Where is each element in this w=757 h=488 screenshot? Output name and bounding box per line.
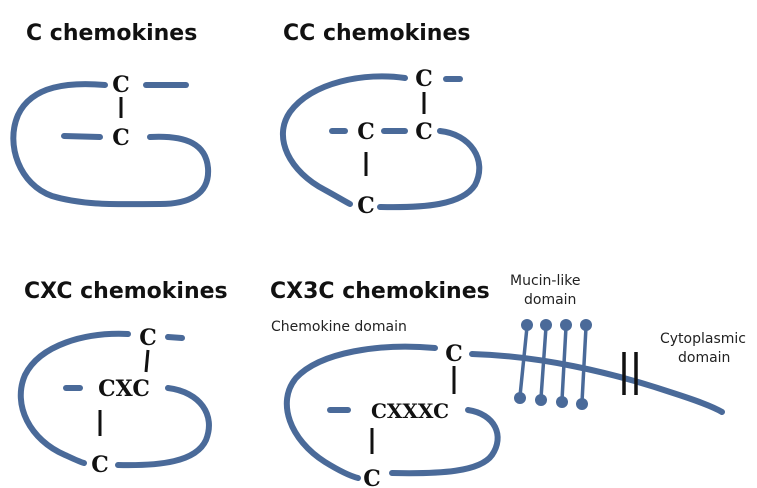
mucin-bead-top-4: [580, 319, 592, 331]
residue-c-1: C: [112, 72, 130, 98]
residue-cc-left: C: [357, 119, 375, 145]
chain-cc-n-terminus: [279, 73, 408, 207]
mucin-stalk-2: [539, 325, 548, 400]
mucin-bead-top-2: [540, 319, 552, 331]
panel-title-c: C chemokines: [26, 21, 197, 46]
chain-cx3c-n-terminus: [283, 343, 438, 481]
label-mucin-like-line1: Mucin-like: [510, 273, 580, 289]
residue-cxc-top: C: [139, 325, 157, 351]
residue-cc-bottom: C: [357, 193, 375, 219]
residue-cx3c-top: C: [445, 341, 463, 367]
residue-cc-right: C: [415, 119, 433, 145]
mucin-bead-bottom-3: [556, 396, 568, 408]
mucin-bead-top-1: [521, 319, 533, 331]
chain-cxc-n-terminus: [17, 330, 131, 466]
panel-title-cc: CC chemokines: [283, 21, 470, 46]
residue-cxc-middle: CXC: [98, 376, 150, 402]
residue-cx3c-bottom: C: [363, 466, 381, 488]
panel-cxc-chemokines: CXC chemokines C CXC C: [17, 279, 228, 478]
chain-cc-loop: [377, 128, 483, 211]
label-cytoplasmic-line1: Cytoplasmic: [660, 331, 746, 347]
panel-cc-chemokines: CC chemokines C C C C: [279, 21, 483, 219]
residue-c-2: C: [112, 125, 130, 151]
mucin-stalk-1: [518, 325, 529, 398]
mucin-stalk-3: [560, 325, 568, 402]
mucin-stalk-4: [580, 325, 588, 404]
residue-cx3c-middle: CXXXC: [371, 399, 449, 423]
mucin-bead-bottom-1: [514, 392, 526, 404]
label-chemokine-domain: Chemokine domain: [271, 319, 407, 335]
mucin-bead-bottom-4: [576, 398, 588, 410]
bond-cxc-top: [144, 349, 150, 373]
panel-title-cx3c: CX3C chemokines: [270, 279, 490, 304]
chain-c-n-terminus: [10, 81, 212, 208]
mucin-bead-top-3: [560, 319, 572, 331]
label-mucin-like-line2: domain: [524, 292, 576, 308]
mucin-bead-bottom-2: [535, 394, 547, 406]
panel-title-cxc: CXC chemokines: [24, 279, 228, 304]
chain-c-inner-stub: [61, 133, 103, 140]
chain-cxc-loop: [115, 385, 212, 469]
residue-cc-top: C: [415, 66, 433, 92]
chain-cx3c-loop: [389, 407, 501, 477]
chain-cxc-c-terminus: [165, 334, 185, 341]
panel-cx3c-chemokines: CX3C chemokines Chemokine domain Mucin-l…: [270, 273, 746, 488]
label-cytoplasmic-line2: domain: [678, 350, 730, 366]
panel-c-chemokines: C chemokines C C: [10, 21, 212, 208]
chain-cx3c-stalk: [469, 351, 725, 415]
residue-cxc-bottom: C: [91, 452, 109, 478]
mucin-like-domain: [514, 319, 592, 410]
